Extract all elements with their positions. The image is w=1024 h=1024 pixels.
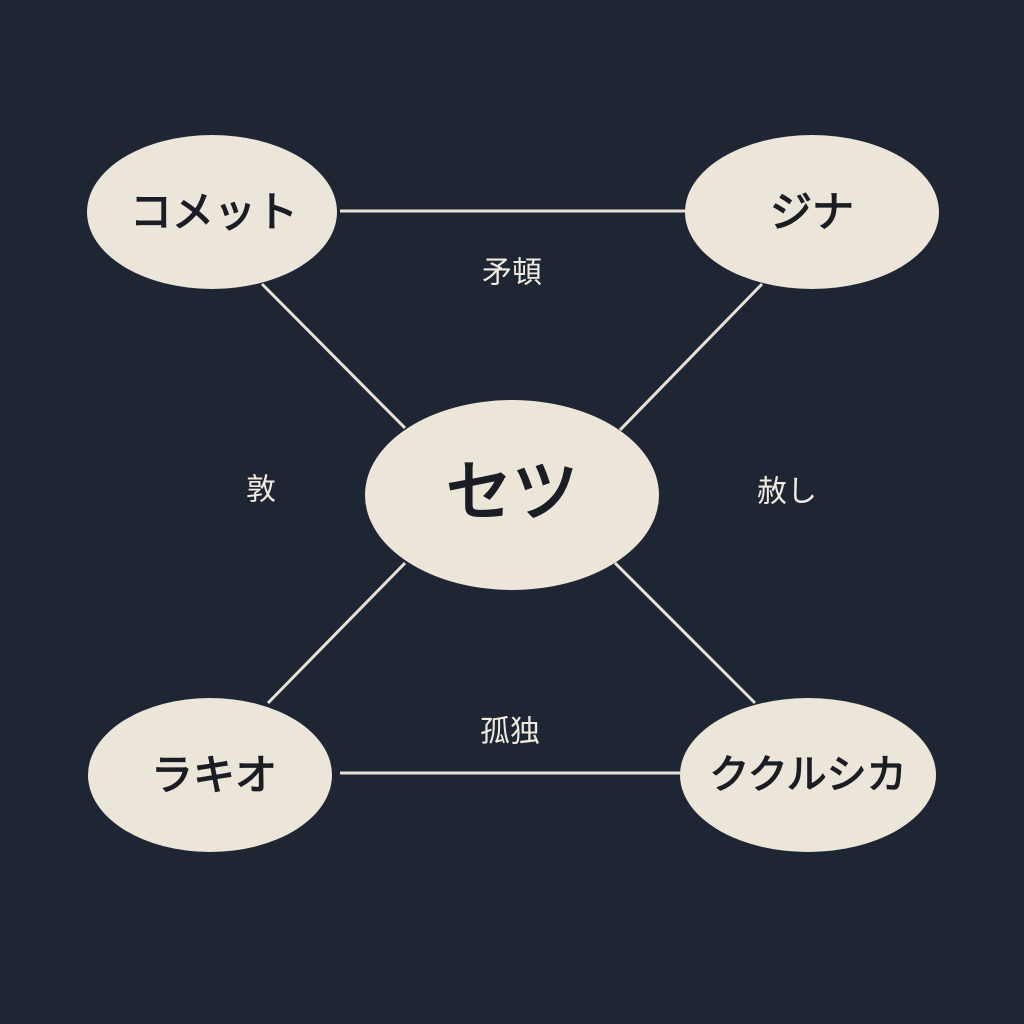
node-jina: ジナ (685, 135, 939, 289)
node-setsu: セツ (365, 400, 659, 590)
edge-label-right: 赦し (757, 475, 817, 510)
edge-setsu-rakio (266, 561, 407, 705)
edge-label-bottom: 孤独 (480, 715, 540, 750)
node-label: ラキオ (151, 751, 277, 800)
edge-label-top: 矛頓 (482, 256, 542, 291)
node-label: ジナ (770, 188, 854, 237)
node-label: ククルシカ (709, 752, 906, 798)
node-label: セツ (446, 454, 578, 531)
node-kukurushika: ククルシカ (680, 698, 936, 852)
node-rakio: ラキオ (88, 698, 332, 852)
edge-comet-setsu (260, 282, 407, 430)
node-label: コメット (130, 188, 298, 237)
edge-label-left: 敦 (246, 473, 276, 508)
node-comet: コメット (87, 135, 337, 289)
edge-jina-setsu (618, 282, 764, 432)
edge-setsu-kukurushika (613, 561, 757, 705)
